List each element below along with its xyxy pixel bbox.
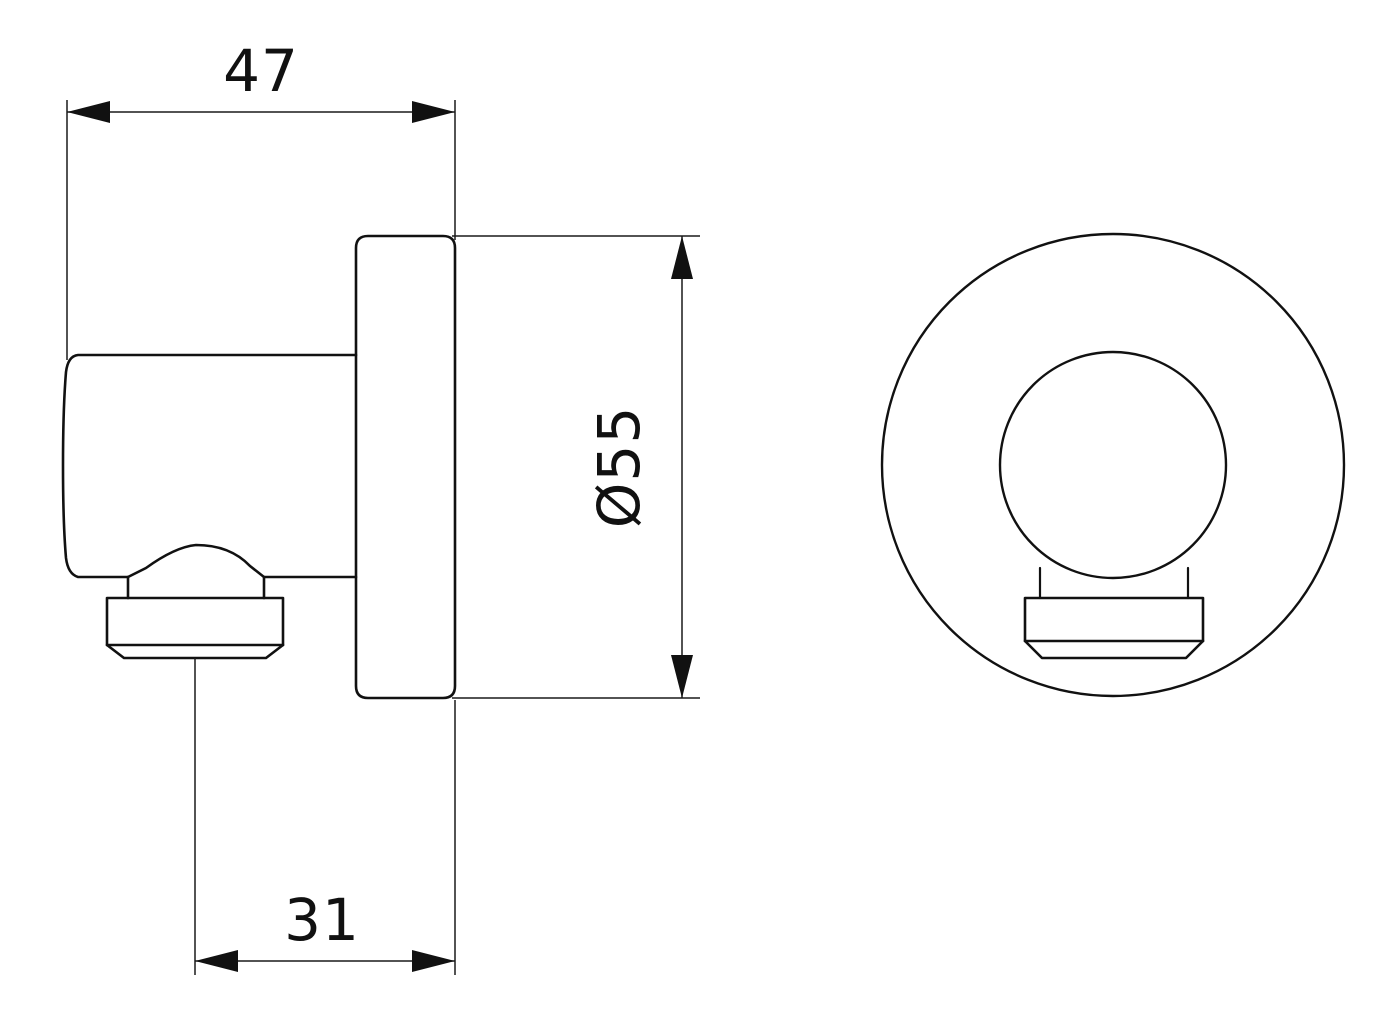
arrow-31-right	[412, 950, 455, 972]
dimension-diameter-55: Ø55	[452, 235, 700, 699]
front-nut-body	[1023, 596, 1205, 643]
escutcheon-outer-circle	[880, 232, 1346, 698]
nut-body	[105, 596, 285, 647]
escutcheon-inner-circle	[998, 350, 1228, 580]
dim-label-47: 47	[223, 37, 299, 105]
dim-label-diameter-55: Ø55	[585, 406, 653, 528]
arrow-55-bottom	[671, 655, 693, 698]
side-view-group	[61, 234, 457, 700]
arrow-47-right	[412, 101, 455, 123]
dim-label-31: 31	[284, 886, 360, 954]
front-view-group	[880, 232, 1346, 698]
arrow-55-top	[671, 236, 693, 279]
nut-chamfer	[105, 643, 285, 660]
body-outline	[61, 353, 358, 579]
flange-outline	[354, 234, 457, 700]
front-nut-chamfer	[1023, 639, 1205, 660]
dimension-47: 47	[66, 37, 456, 360]
arrow-47-left	[67, 101, 110, 123]
arrow-31-left	[195, 950, 238, 972]
outlet-boss-dome	[126, 543, 266, 579]
dimension-31: 31	[194, 658, 456, 975]
